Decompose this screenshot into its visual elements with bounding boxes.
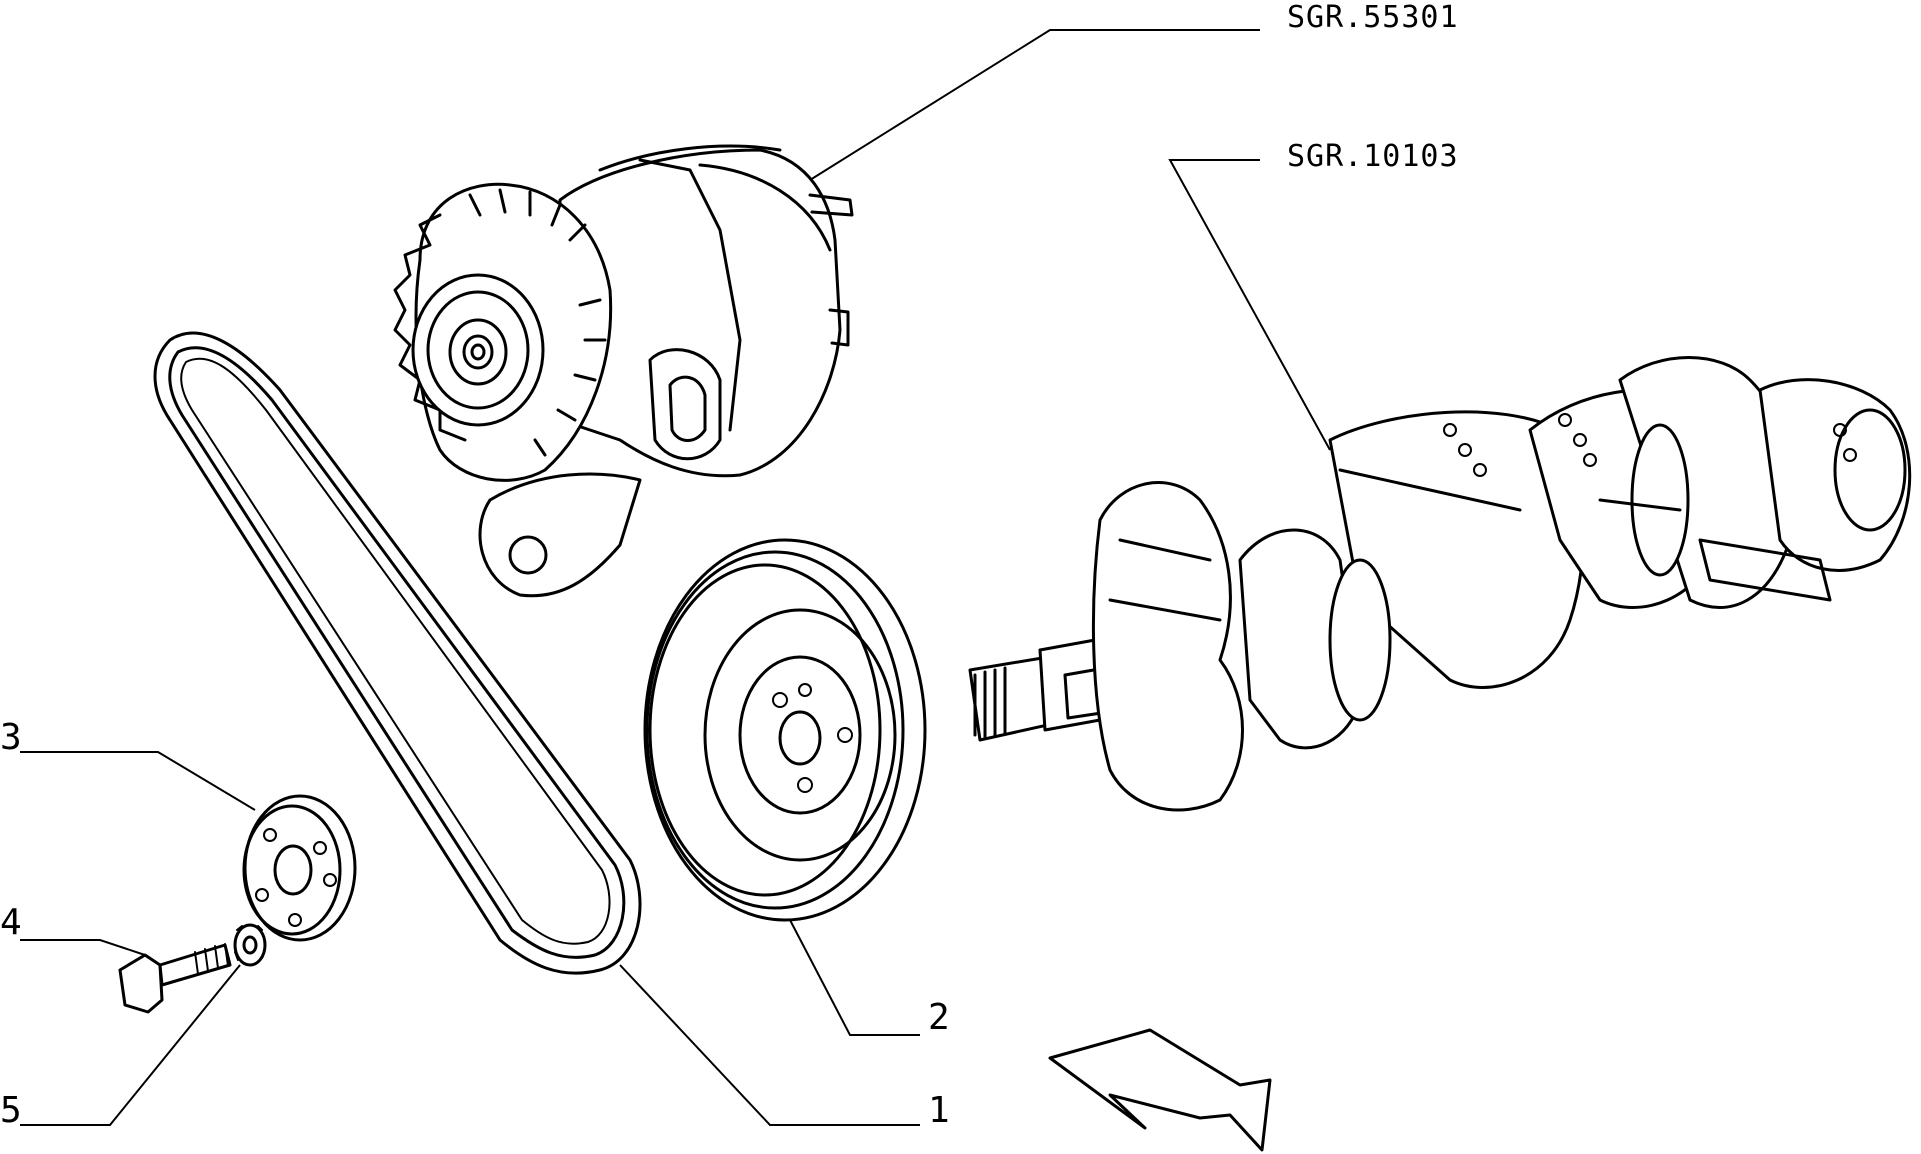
alternator-assembly — [393, 144, 854, 598]
ref-label-crankshaft: SGR.10103 — [1287, 139, 1459, 174]
lock-washer — [233, 923, 267, 967]
crankshaft-assembly — [968, 356, 1912, 812]
bolt — [118, 943, 232, 1014]
flange-plate — [242, 794, 357, 942]
view-direction-arrow — [1048, 1028, 1272, 1152]
item-label-1: 1 — [928, 1090, 950, 1131]
ref-label-alternator: SGR.55301 — [1287, 0, 1459, 35]
item-label-3: 3 — [0, 717, 22, 758]
item-label-4: 4 — [0, 902, 22, 943]
leader-lines — [20, 29, 1331, 1126]
item-label-5: 5 — [0, 1090, 22, 1131]
crankshaft-pulley — [643, 538, 927, 922]
v-belt — [153, 331, 642, 975]
item-label-2: 2 — [928, 997, 950, 1038]
